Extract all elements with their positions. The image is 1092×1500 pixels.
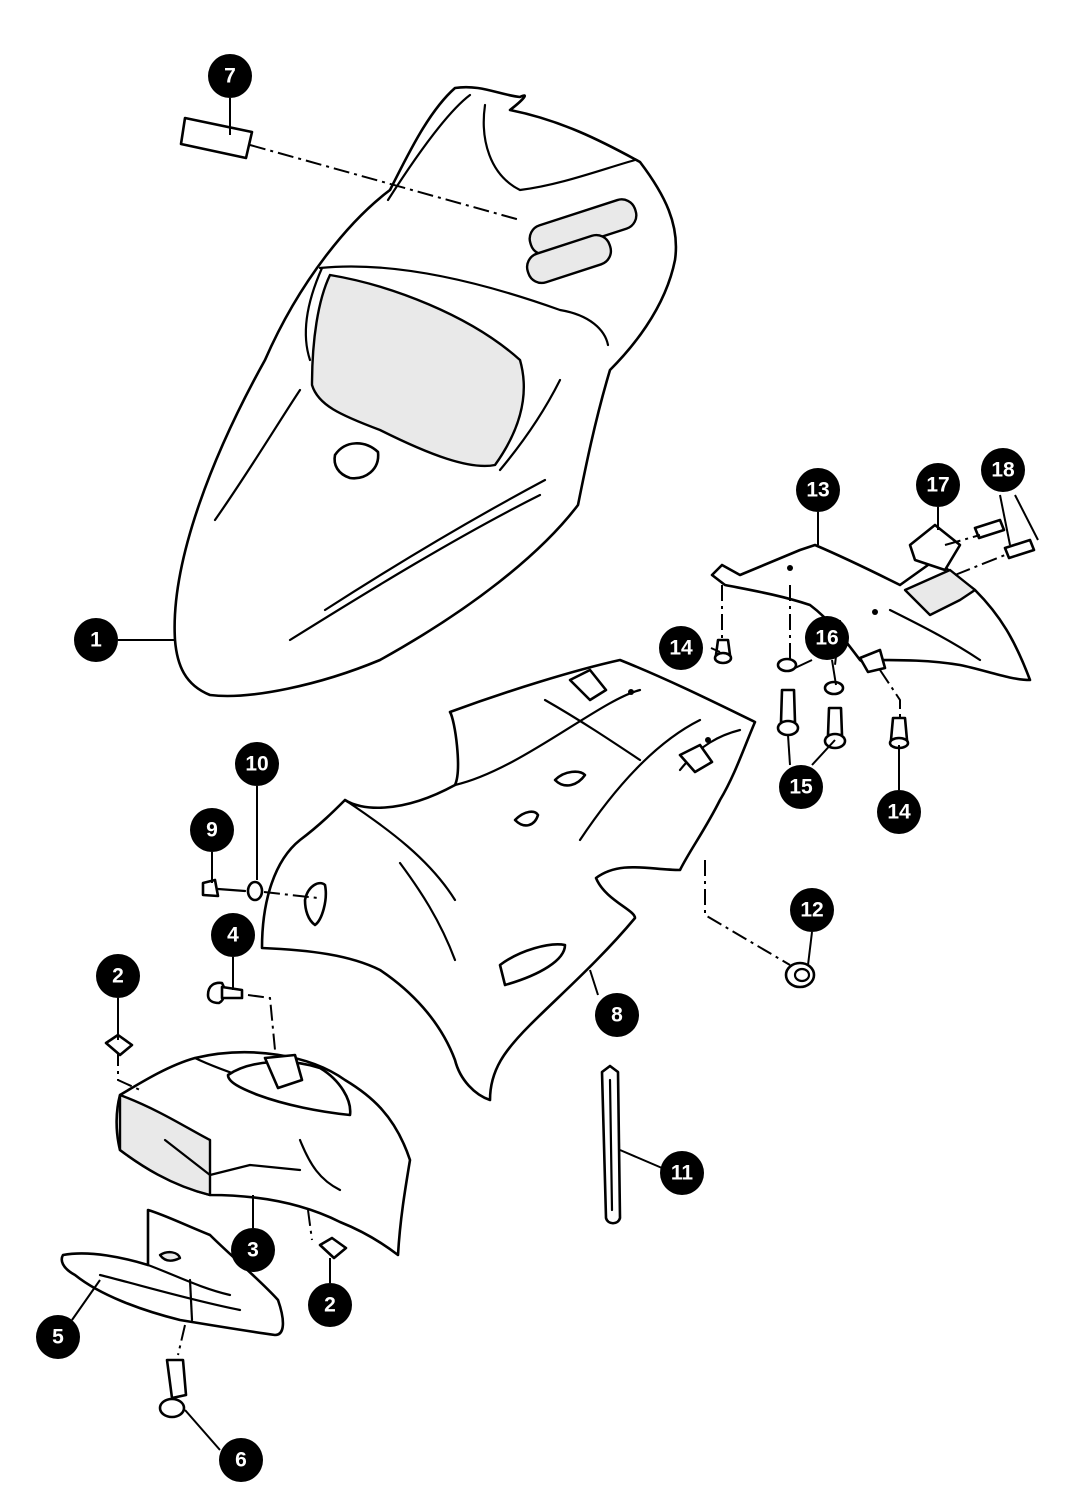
callout-12-label: 12: [800, 899, 823, 922]
leader-lines: [71, 98, 1039, 1451]
callout-2a: 2: [96, 954, 140, 998]
callout-5-label: 5: [52, 1326, 64, 1349]
callout-12: 12: [790, 888, 834, 932]
front-fairing-part: [173, 85, 678, 698]
callout-2a-label: 2: [112, 965, 124, 988]
callout-16-label: 16: [815, 627, 838, 650]
lower-panel-part: [260, 658, 791, 1102]
callout-4: 4: [211, 913, 255, 957]
callout-15-label: 15: [789, 776, 813, 799]
callouts: 1 2 2 3 4 5 6 7 8 9 10 11 12 13 14: [36, 54, 1025, 1482]
callout-1-label: 1: [90, 629, 102, 652]
callout-14b-label: 14: [887, 801, 911, 824]
bolt-and-washer-part: [201, 878, 319, 902]
callout-8-label: 8: [611, 1004, 623, 1027]
callout-8: 8: [595, 993, 639, 1037]
callout-10: 10: [235, 742, 279, 786]
callout-15: 15: [779, 765, 823, 809]
callout-11: 11: [660, 1151, 704, 1195]
callout-17-label: 17: [926, 474, 949, 497]
callout-6: 6: [219, 1438, 263, 1482]
callout-18: 18: [981, 448, 1025, 492]
callout-9: 9: [190, 808, 234, 852]
callout-11-label: 11: [671, 1162, 694, 1185]
callout-10-label: 10: [245, 753, 268, 776]
callout-3-label: 3: [247, 1239, 259, 1262]
cable-tie-part: [600, 1064, 622, 1225]
callout-14a: 14: [659, 626, 703, 670]
grommet-part: [784, 961, 816, 989]
callout-7-label: 7: [224, 65, 236, 88]
callout-4-label: 4: [227, 924, 239, 947]
callout-16: 16: [805, 616, 849, 660]
callout-17: 17: [916, 463, 960, 507]
clip-nut-part: [104, 1033, 348, 1260]
callout-14a-label: 14: [669, 637, 693, 660]
headlamp-housing-part: [115, 1050, 412, 1257]
callout-3: 3: [231, 1228, 275, 1272]
callout-13-label: 13: [806, 479, 829, 502]
callout-2b: 2: [308, 1283, 352, 1327]
screw-part: [206, 981, 276, 1051]
callout-5: 5: [36, 1315, 80, 1359]
callout-13: 13: [796, 468, 840, 512]
bracket-part: [710, 523, 1032, 725]
callout-6-label: 6: [235, 1449, 247, 1472]
callout-14b: 14: [877, 790, 921, 834]
callout-7: 7: [208, 54, 252, 98]
callout-1: 1: [74, 618, 118, 662]
callout-9-label: 9: [206, 819, 218, 842]
callout-2b-label: 2: [324, 1294, 336, 1317]
shroud-screw-part: [158, 1358, 188, 1419]
callout-18-label: 18: [991, 459, 1015, 482]
small-bolts-part: [944, 518, 1036, 576]
